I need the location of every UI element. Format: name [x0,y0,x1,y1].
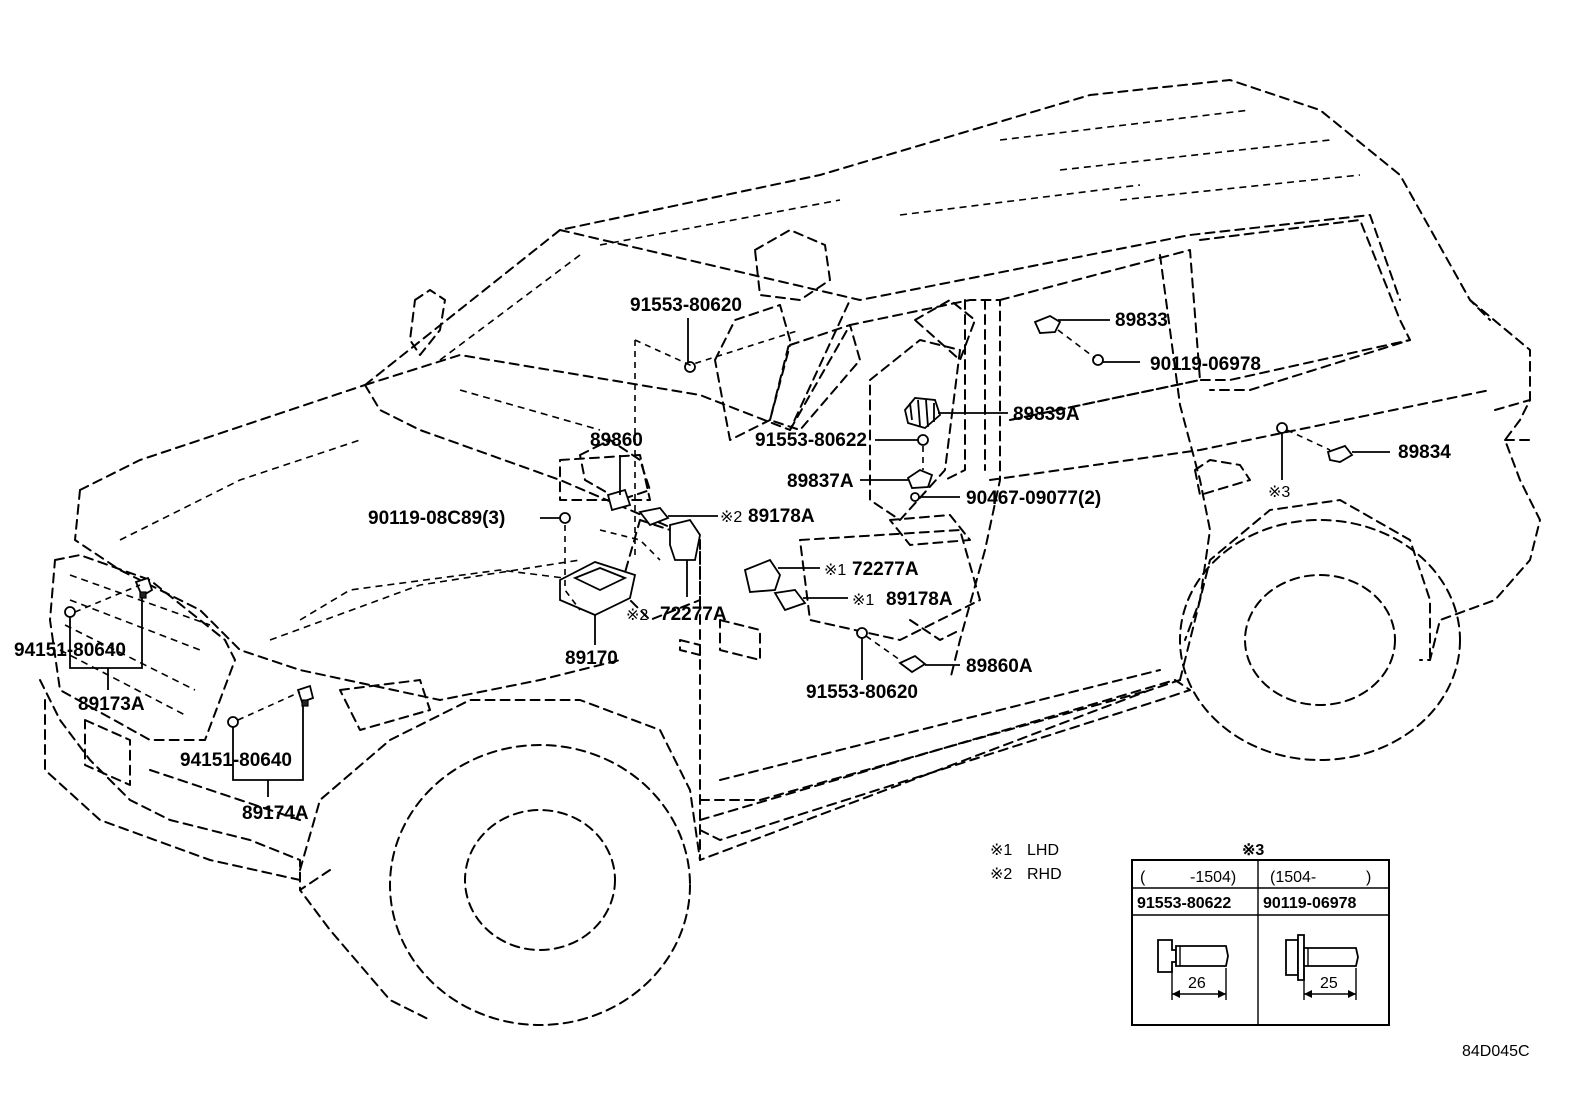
label-94151-80640-right: 94151-80640 [180,750,292,771]
sensor-89178a-lhd [773,589,807,612]
label-89839a: 89839A [1013,404,1080,425]
bolt-drawing-90119-06978: 25 [1285,934,1359,1000]
sensor-89837a [906,468,934,489]
fastener-table: ※3 ( -1504) (1504- ) 91553-80622 90119-0… [1131,842,1390,1026]
col2-length: 25 [1320,975,1338,992]
part-shapes [64,314,1354,728]
marker-lhd-72277a: ※1 [824,562,846,579]
sensor-89173a [134,576,154,599]
label-89178a-lhd: 89178A [886,589,953,610]
airbag-sensor-module-89170 [559,561,637,616]
bolt-drawing-91553-80622: 26 [1157,939,1229,1000]
label-89173a: 89173A [78,694,145,715]
sensor-89178a-rhd [638,507,670,527]
label-72277a-lhd: 72277A [852,559,919,580]
label-91553-80620-bottom: 91553-80620 [806,682,918,703]
label-89834: 89834 [1398,442,1451,463]
col1-range: -1504) [1190,869,1236,886]
legend-rhd-mark: ※2 [990,866,1012,883]
label-90119-08c89: 90119-08C89(3) [368,508,505,529]
col1-length: 26 [1188,975,1206,992]
label-90119-06978: 90119-06978 [1150,354,1261,375]
sensor-89833 [1033,314,1062,334]
sensor-89834 [1326,444,1354,463]
marker-rhd-72277a: ※2 [626,607,648,624]
label-89178a-rhd: 89178A [748,506,815,527]
figure-code: 84D045C [1462,1043,1530,1060]
label-90467-09077: 90467-09077(2) [966,488,1101,509]
col1-range-open: ( [1140,869,1146,886]
sensor-89839a [904,397,942,430]
legend-lhd: LHD [1027,842,1059,859]
label-89833: 89833 [1115,310,1168,331]
bracket-72277a-lhd [743,558,781,593]
table-title: ※3 [1242,842,1264,859]
label-91553-80622: 91553-80622 [755,430,867,451]
bracket-72277a-rhd [669,518,701,561]
legend: ※1 LHD ※2 RHD [990,842,1062,883]
label-91553-80620-top: 91553-80620 [630,295,742,316]
sensor-89174a [296,684,315,707]
col2-range: (1504- [1270,869,1316,886]
label-89860a: 89860A [966,656,1033,677]
legend-rhd: RHD [1027,866,1062,883]
callout-labels: 91553-80620 89860 90119-08C89(3) ※2 8917… [14,295,1451,824]
col1-part: 91553-80622 [1137,895,1231,912]
col2-range-close: ) [1366,869,1371,886]
col2-part: 90119-06978 [1263,895,1357,912]
label-89174a: 89174A [242,803,309,824]
label-89837a: 89837A [787,471,854,492]
sensor-89860a [898,654,927,674]
vehicle-outline [39,79,1541,1026]
label-89860: 89860 [590,430,643,451]
fasteners [64,354,1288,728]
marker-lhd-89178a: ※1 [852,592,874,609]
leader-lines [69,318,1390,797]
label-89170: 89170 [565,648,618,669]
label-94151-80640-left: 94151-80640 [14,640,126,661]
legend-lhd-mark: ※1 [990,842,1012,859]
label-72277a-rhd: 72277A [660,604,727,625]
marker-3: ※3 [1268,484,1290,501]
sensor-89860 [606,488,632,512]
marker-rhd-89178a: ※2 [720,509,742,526]
